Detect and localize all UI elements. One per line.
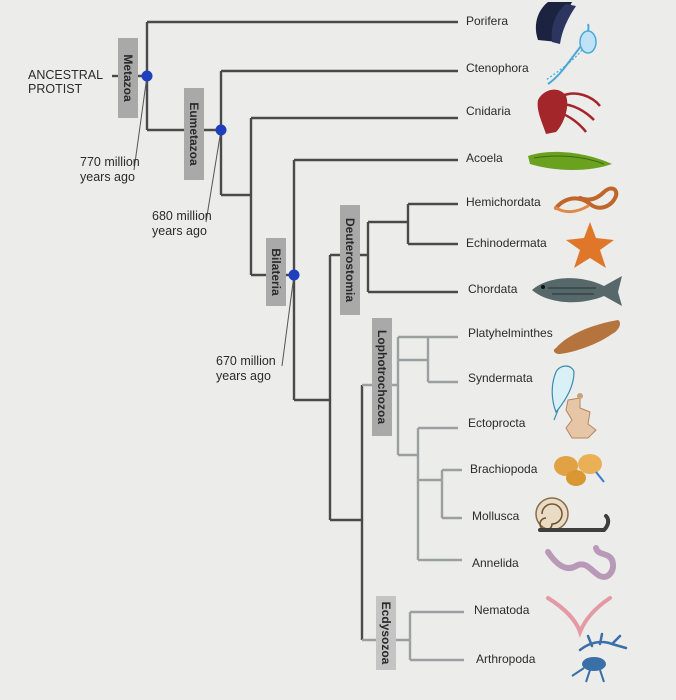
root-label-line2: PROTIST [28,82,83,96]
brachiopod-icon [554,454,605,486]
taxon-platyhelminthes: Platyhelminthes [468,326,553,340]
root-label-line1: ANCESTRAL [28,68,103,82]
roundworm-icon [546,596,612,638]
rotifer-icon [551,365,575,421]
lobster-icon [571,632,628,683]
comb-jelly-icon [545,23,597,85]
earthworm-icon [545,545,616,580]
clade-label-ecdysozoa: Ecdysozoa [379,602,393,665]
taxon-echinodermata: Echinodermata [466,236,547,250]
clade-deuterostomia: Deuterostomia [340,205,360,315]
snail-icon [535,497,611,532]
branches [122,20,458,640]
starfish-icon [566,222,614,268]
node-metazoa [141,70,153,82]
taxon-labels: Porifera Ctenophora Cnidaria Acoela Hemi… [466,14,553,666]
clade-label-bilateria: Bilateria [269,248,283,296]
taxon-hemichordata: Hemichordata [466,195,541,209]
taxon-mollusca: Mollusca [472,509,520,523]
pointer-770 [133,75,148,171]
pointer-670 [281,274,295,367]
taxon-chordata: Chordata [468,282,518,296]
clade-bilateria: Bilateria [266,238,286,306]
taxon-ectoprocta: Ectoprocta [468,416,526,430]
flatworm-icon [553,320,620,354]
nodes [141,70,300,281]
time-680-line1: 680 million [152,209,212,223]
branches-faded [362,335,464,662]
clade-label-metazoa: Metazoa [121,54,135,102]
clade-ecdysozoa: Ecdysozoa [376,596,396,670]
time-770-line1: 770 million [80,155,140,169]
taxon-syndermata: Syndermata [468,371,533,385]
clade-lophotrochozoa: Lophotrochozoa [372,318,392,436]
pointer-680 [205,129,222,223]
clade-label-lophotrochozoa: Lophotrochozoa [375,330,389,424]
time-680-line2: years ago [152,224,207,238]
clade-label-eumetazoa: Eumetazoa [187,102,201,166]
taxon-annelida: Annelida [472,556,519,570]
taxon-ctenophora: Ctenophora [466,61,529,75]
time-670-line1: 670 million [216,354,276,368]
taxon-nematoda: Nematoda [474,603,530,617]
node-eumetazoa [215,124,227,136]
clade-metazoa: Metazoa [118,38,138,118]
taxon-brachiopoda: Brachiopoda [470,462,538,476]
taxon-acoela: Acoela [466,151,503,165]
time-770-line2: years ago [80,170,135,184]
node-bilateria [288,269,300,281]
acoel-worm-icon [528,151,612,170]
fish-icon [532,276,622,306]
cnidarian-icon [537,89,601,134]
bryozoan-icon [565,393,597,439]
clade-label-deuterostomia: Deuterostomia [343,218,357,302]
taxon-arthropoda: Arthropoda [476,652,536,666]
clade-eumetazoa: Eumetazoa [184,88,204,180]
time-pointers [133,75,295,367]
taxon-cnidaria: Cnidaria [466,104,511,118]
organism-images [528,2,628,683]
time-670-line2: years ago [216,369,271,383]
acorn-worm-icon [554,186,619,214]
taxon-porifera: Porifera [466,14,508,28]
sponge-icon [535,2,576,44]
